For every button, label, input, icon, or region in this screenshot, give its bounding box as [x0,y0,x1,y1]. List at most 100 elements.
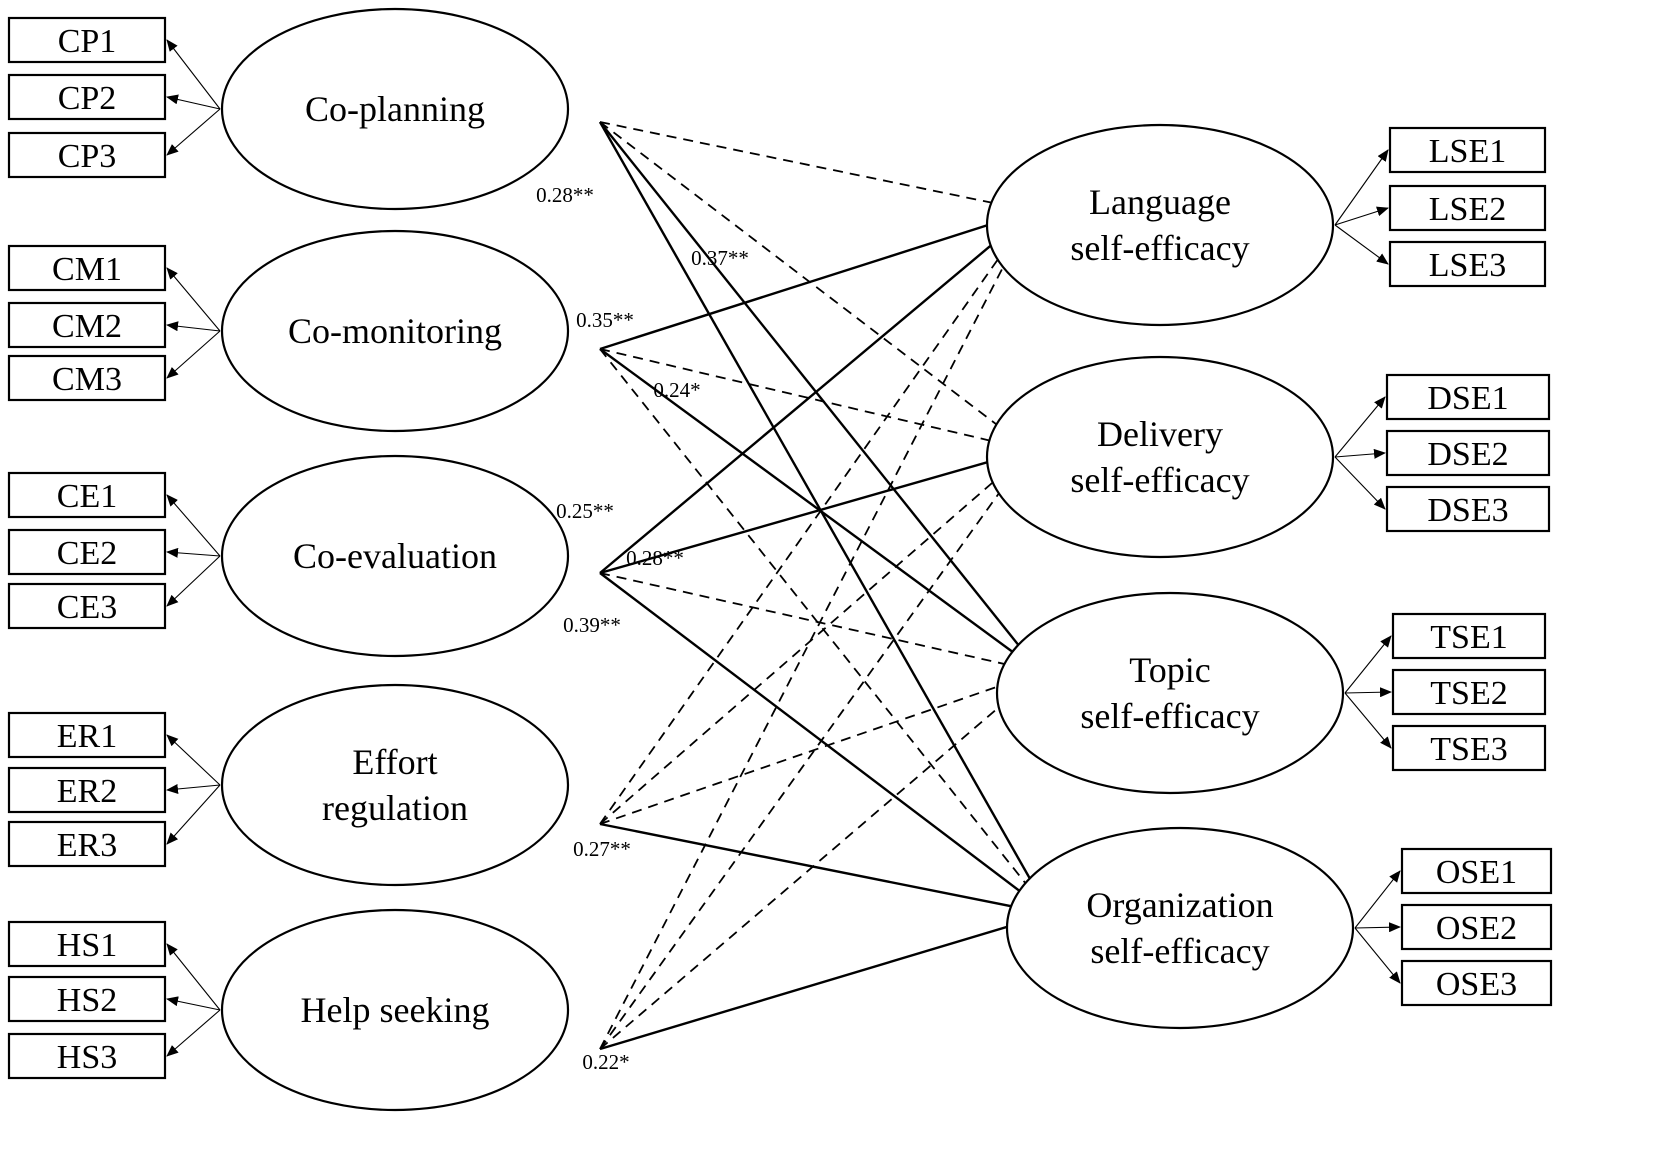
indicator-box: LSE2 [1388,184,1547,232]
coefficient-ce-ose: 0.39** [563,613,621,637]
indicator-dse1-box [1385,373,1551,421]
indicator-label: LSE2 [1429,191,1506,228]
loading-ce-3 [166,555,221,607]
loading-cp-1 [166,39,221,110]
path-er-to-tse [599,670,1041,825]
indicator-label: HS3 [57,1039,117,1076]
path-cp-to-tse [599,121,1041,673]
indicator-hs1-box [7,920,167,968]
indicator-box: CP3 [7,131,167,179]
indicator-ce2-box [7,528,167,576]
indicator-label: CM2 [52,308,122,345]
indicator-tse1-box [1391,612,1547,660]
latent-lse-ellipse [985,123,1335,327]
indicator-lse1-box [1388,126,1547,174]
path-ce-to-dse [599,447,1031,575]
indicator-label: OSE2 [1436,910,1517,947]
indicator-dse2-box [1385,429,1551,477]
coefficient-cm-tse: 0.24* [653,378,700,402]
latent-tse-label: Topic [1129,650,1210,690]
loading-lse-1 [1334,149,1389,226]
latent-cp-ellipse [220,7,570,211]
indicator-label: LSE1 [1429,133,1506,170]
indicator-box: DSE2 [1385,429,1551,477]
coefficient-cp-tse: 0.37** [691,246,749,270]
path-cm-to-lse [599,209,1033,351]
latent-ose-label: Organization [1086,885,1273,925]
path-ce-to-lse [599,210,1033,574]
indicator-label: CM1 [52,251,122,288]
indicator-label: CE2 [57,535,117,572]
indicator-label: ER2 [57,773,117,810]
indicator-label: CM3 [52,361,122,398]
latent-dse-ellipse [985,355,1335,559]
measurement-layer: CP1CP2CP3CM1CM2CM3CE1CE2CE3ER1ER2ER3HS1H… [7,16,1553,1080]
latent-ose-ellipse [1005,826,1355,1030]
latent-hs-label: Help seeking [301,990,490,1030]
indicator-box: OSE2 [1400,903,1553,951]
indicator-er1-box [7,711,167,759]
path-er-to-dse [599,449,1031,825]
loading-ose-2 [1354,922,1401,933]
indicator-label: OSE1 [1436,854,1517,891]
indicator-label: ER3 [57,827,117,864]
latent-tse: Topic self-efficacy [995,591,1345,795]
indicator-label: TSE2 [1430,675,1507,712]
indicator-ce3-box [7,582,167,630]
indicator-label: CE1 [57,478,117,515]
loading-cm-1 [166,267,221,332]
indicator-box: CE2 [7,528,167,576]
latent-cm-label: Co-monitoring [288,311,502,351]
loading-cp-3 [166,108,221,156]
loading-dse-3 [1334,456,1386,510]
loading-hs-1 [166,943,221,1011]
indicator-box: CP1 [7,16,167,64]
indicator-er3-box [7,820,167,868]
latent-cm: Co-monitoring [220,229,570,433]
indicator-box: TSE2 [1391,668,1547,716]
loading-cm-2 [166,321,221,332]
indicator-hs3-box [7,1032,167,1080]
loading-tse-2 [1344,687,1392,698]
indicator-box: CP2 [7,73,167,121]
loading-ose-1 [1354,870,1401,929]
indicator-ce1-box [7,471,167,519]
indicator-box: HS1 [7,920,167,968]
indicator-box: CE1 [7,471,167,519]
latent-hs: Help seeking [220,908,570,1112]
latent-ose-label: self-efficacy [1090,931,1269,971]
indicator-label: ER1 [57,718,117,755]
indicator-label: HS1 [57,927,117,964]
indicator-cm3-box [7,354,167,402]
indicator-label: LSE3 [1429,247,1506,284]
indicator-label: OSE3 [1436,966,1517,1003]
latent-er-ellipse [220,683,570,887]
indicator-box: OSE1 [1400,847,1553,895]
indicator-box: DSE3 [1385,485,1551,533]
indicator-box: ER3 [7,820,167,868]
latent-cp-label: Co-planning [305,89,485,129]
latent-ose: Organization self-efficacy [1005,826,1355,1030]
coefficient-hs-ose: 0.22* [582,1050,629,1074]
loading-ce-1 [166,494,221,557]
path-cp-to-dse [599,121,1031,451]
indicator-cp2-box [7,73,167,121]
latent-dse-label: self-efficacy [1070,460,1249,500]
indicator-box: LSE3 [1388,240,1547,288]
path-er-to-lse [599,210,1033,825]
loading-tse-1 [1344,635,1392,694]
path-ce-to-ose [599,572,1051,915]
indicator-cp3-box [7,131,167,179]
indicator-box: CM3 [7,354,167,402]
indicator-box: CM2 [7,301,167,349]
indicator-box: CM1 [7,244,167,292]
indicator-cm2-box [7,301,167,349]
coefficient-cp-ose: 0.28** [536,183,594,207]
indicator-lse3-box [1388,240,1547,288]
latent-ce-label: Co-evaluation [293,536,497,576]
latent-tse-ellipse [995,591,1345,795]
latent-tse-label: self-efficacy [1080,696,1259,736]
loading-er-2 [166,783,221,794]
